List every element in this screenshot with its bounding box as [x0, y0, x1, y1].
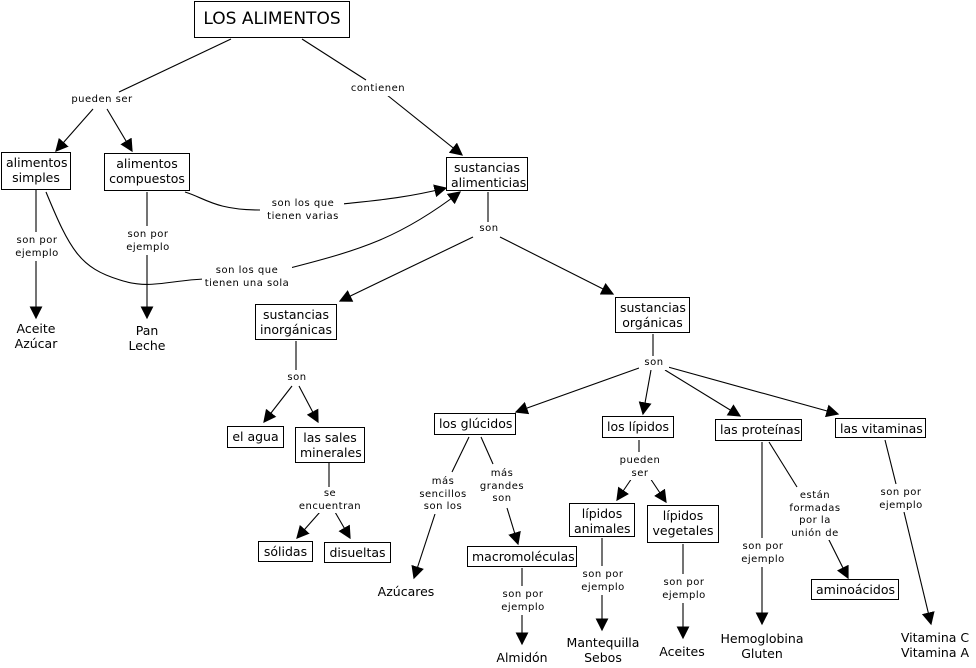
link-compuestos-ejemplo: son por ejemplo — [121, 229, 175, 254]
edge — [649, 477, 667, 504]
link-pueden-ser: pueden ser — [66, 94, 138, 107]
concept-el-agua[interactable]: el agua — [227, 426, 284, 448]
example-pan-leche: Pan Leche — [128, 323, 166, 353]
edge — [506, 507, 521, 546]
example-vitaminas-c-a: Vitamina C Vitamina A — [900, 630, 970, 660]
link-vegetales-ejemplo: son por ejemplo — [657, 577, 711, 602]
concept-lipidos-animales[interactable]: lípidos animales — [569, 503, 635, 537]
edge — [411, 513, 436, 580]
concept-lipidos-vegetales[interactable]: lípidos vegetales — [647, 505, 719, 543]
concept-label: LOS ALIMENTOS — [203, 9, 341, 29]
edge — [296, 511, 321, 539]
link-son-alimenticias: son — [474, 223, 504, 236]
edge — [118, 38, 232, 93]
edge — [768, 441, 798, 488]
concept-las-proteinas[interactable]: las proteínas — [715, 419, 802, 441]
link-animales-ejemplo: son por ejemplo — [576, 569, 630, 594]
edge — [667, 366, 840, 418]
edge — [664, 369, 742, 417]
edge — [616, 477, 633, 502]
edge — [451, 436, 470, 473]
concept-los-glucidos[interactable]: los glúcidos — [434, 413, 516, 435]
link-lipidos-pueden-ser: pueden ser — [614, 455, 666, 480]
concept-disueltas[interactable]: disueltas — [324, 542, 391, 563]
concept-los-alimentos[interactable]: LOS ALIMENTOS — [194, 1, 350, 38]
example-hemoglobina-gluten: Hemoglobina Gluten — [720, 631, 804, 661]
link-mas-sencillos: más sencillos son los — [414, 476, 472, 514]
concept-alimentos-compuestos[interactable]: alimentos compuestos — [104, 153, 190, 191]
edge — [827, 537, 849, 580]
concept-alimentos-simples[interactable]: alimentos simples — [1, 152, 71, 190]
concept-solidas[interactable]: sólidas — [258, 541, 313, 562]
link-simples-ejemplo: son por ejemplo — [10, 235, 64, 260]
edge — [514, 367, 640, 415]
edge — [334, 511, 351, 540]
link-tienen-una-sola: son los que tienen una sola — [202, 265, 292, 290]
link-son-inorganicas: son — [282, 372, 312, 385]
link-contienen: contienen — [346, 83, 410, 96]
edge — [289, 191, 462, 269]
concept-las-sales-minerales[interactable]: las sales minerales — [295, 427, 365, 463]
example-aceite-azucar: Aceite Azúcar — [14, 321, 58, 351]
link-vitaminas-ejemplo: son por ejemplo — [874, 487, 928, 512]
link-son-organicas: son — [639, 357, 669, 370]
edge — [884, 439, 897, 485]
link-proteinas-ejemplo: son por ejemplo — [736, 541, 790, 566]
concept-las-vitaminas[interactable]: las vitaminas — [835, 418, 926, 438]
link-mas-grandes: más grandes son — [476, 468, 528, 506]
link-se-encuentran: se encuentran — [294, 488, 366, 513]
edge — [638, 369, 652, 416]
edge — [903, 511, 935, 626]
edge — [341, 184, 448, 205]
edge — [301, 38, 367, 81]
edge — [298, 385, 319, 424]
edge — [55, 108, 94, 152]
edge — [263, 385, 293, 424]
edge — [499, 236, 615, 295]
edge — [106, 108, 133, 153]
example-almidon: Almidón — [496, 650, 548, 665]
link-formadas-union: están formadas por la unión de — [784, 490, 846, 540]
concept-sustancias-alimenticias[interactable]: sustancias alimenticias — [446, 157, 528, 191]
edge — [480, 436, 494, 465]
edge — [45, 191, 206, 285]
example-azucares: Azúcares — [377, 584, 435, 599]
edge — [184, 191, 261, 211]
example-mantequilla-sebos: Mantequilla Sebos — [566, 635, 640, 665]
example-aceites: Aceites — [659, 644, 705, 659]
link-tienen-varias: son los que tienen varias — [262, 198, 344, 223]
concept-macromoleculas[interactable]: macromoléculas — [467, 546, 577, 567]
concept-sustancias-organicas[interactable]: sustancias orgánicas — [615, 297, 690, 333]
edge — [386, 94, 464, 156]
link-macro-ejemplo: son por ejemplo — [496, 589, 550, 614]
edge — [338, 236, 474, 302]
concept-los-lipidos[interactable]: los lípidos — [602, 416, 674, 438]
concept-sustancias-inorganicas[interactable]: sustancias inorgánicas — [255, 304, 337, 340]
concept-aminoacidos[interactable]: aminoácidos — [811, 579, 899, 600]
